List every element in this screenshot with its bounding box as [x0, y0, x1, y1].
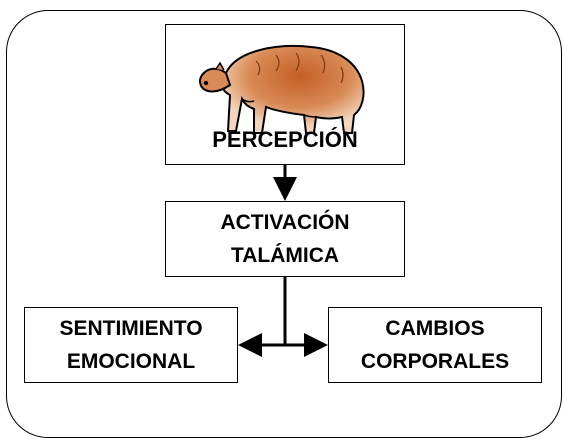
diagram-frame — [6, 10, 562, 438]
perception-label: PERCEPCIÓN — [212, 127, 358, 152]
thalamic-label-line1: ACTIVACIÓN — [220, 211, 350, 234]
bear-icon — [199, 45, 365, 134]
thalamic-label-line2: TALÁMICA — [230, 244, 340, 267]
body-label-line1: CAMBIOS — [385, 317, 485, 340]
emotion-label-line2: EMOCIONAL — [66, 350, 196, 373]
emotion-label-line1: SENTIMIENTO — [59, 317, 203, 340]
bodily-changes-box: CAMBIOS CORPORALES — [328, 307, 542, 383]
emotional-feeling-box: SENTIMIENTO EMOCIONAL — [24, 307, 238, 383]
thalamic-activation-box: ACTIVACIÓN TALÁMICA — [165, 201, 405, 277]
body-label-line2: CORPORALES — [360, 350, 510, 373]
perception-box: PERCEPCIÓN — [165, 24, 405, 165]
